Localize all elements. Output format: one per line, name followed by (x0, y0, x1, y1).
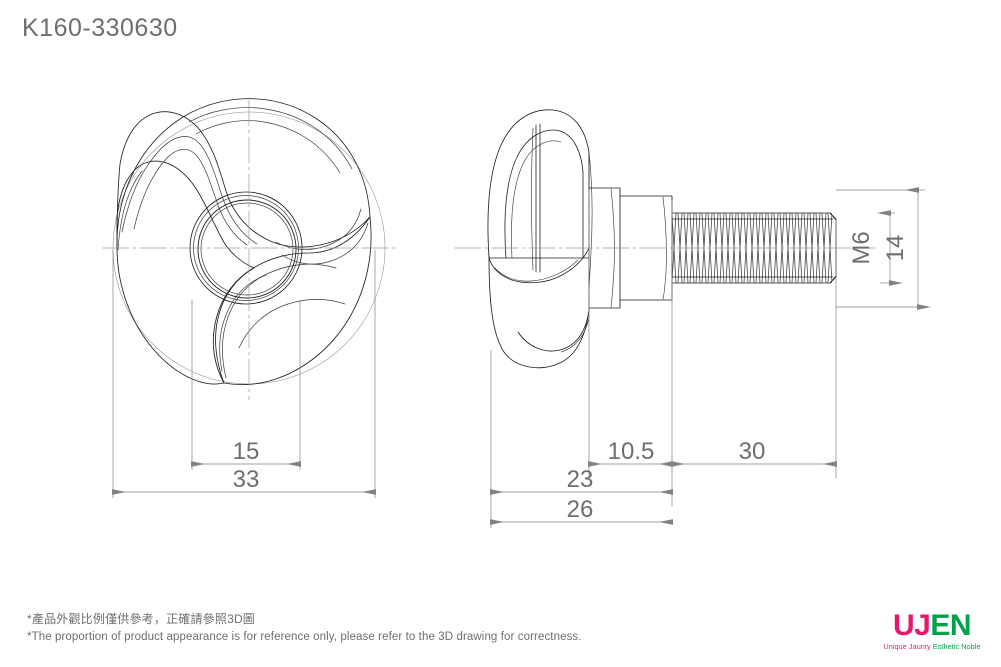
front-view-centerlines (102, 99, 399, 401)
dim-front-outer: 33 (233, 466, 260, 493)
brand-wordmark: UJEN (876, 611, 988, 641)
dim-side-collar: 10.5 (608, 438, 655, 465)
dim-thread-diameter: 14 (882, 235, 909, 262)
dimension-lines (112, 187, 931, 528)
dim-side-body-length: 23 (567, 466, 594, 493)
brand-tagline-second: Esthetic Noble (932, 642, 981, 651)
brand-tagline-first: Unique Jaunty (883, 642, 933, 651)
dim-thread-spec: M6 (848, 231, 875, 264)
side-view-geometry (487, 109, 837, 369)
dim-side-thread-length: 30 (739, 438, 766, 465)
brand-wordmark-en: EN (930, 609, 972, 642)
brand-tagline: Unique Jaunty Esthetic Noble (876, 643, 988, 650)
note-chinese: *產品外觀比例僅供參考，正確請參照3D圖 (27, 612, 256, 626)
page-title: K160-330630 (22, 14, 178, 42)
brand-wordmark-uj: UJ (892, 609, 931, 642)
dimension-labels: 15 33 10.5 30 23 26 M6 14 (233, 231, 909, 523)
brand-logo: UJEN Unique Jaunty Esthetic Noble (876, 611, 988, 651)
note-english: *The proportion of product appearance is… (27, 630, 582, 643)
dim-side-overall-length: 26 (567, 496, 594, 523)
dim-front-inner: 15 (233, 438, 260, 465)
footer-notes: *產品外觀比例僅供參考，正確請參照3D圖 *The proportion of … (27, 610, 582, 646)
